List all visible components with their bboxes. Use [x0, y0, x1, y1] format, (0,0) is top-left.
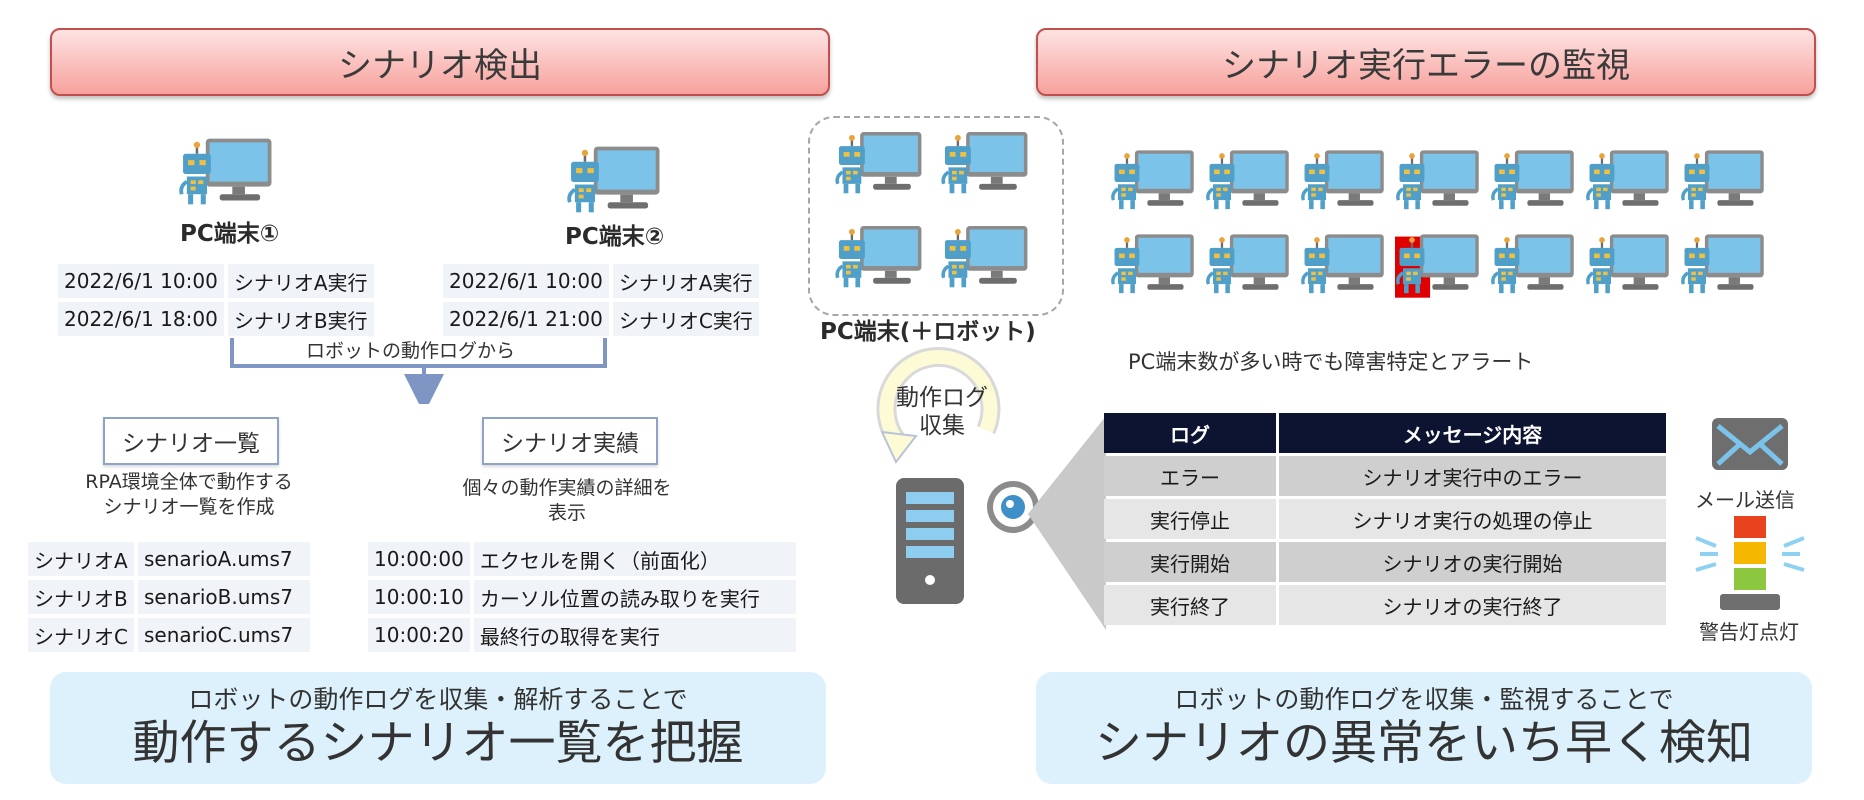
log-time: 2022/6/1 18:00	[58, 302, 224, 336]
log-message: シナリオの実行終了	[1279, 585, 1666, 625]
monitor-caption: PC端末数が多い時でも障害特定とアラート	[1128, 350, 1534, 374]
result-time: 10:00:00	[368, 542, 470, 576]
table-row: 実行停止 シナリオ実行の処理の停止	[1104, 499, 1666, 539]
robot-pc-icon	[1301, 234, 1386, 295]
mail-label: メール送信	[1695, 488, 1795, 512]
collect-cycle-arrow	[876, 347, 1001, 464]
log-message: シナリオ実行の処理の停止	[1279, 499, 1666, 539]
robot-pc-icon	[1586, 234, 1671, 295]
table-row: シナリオB senarioB.ums7	[28, 580, 310, 614]
scenario-list-table: シナリオA senarioA.ums7 シナリオB senarioB.ums7 …	[28, 538, 310, 656]
log-type: 実行終了	[1104, 585, 1279, 625]
pc-group-frame	[808, 116, 1064, 316]
table-row: 2022/6/1 21:00 シナリオC実行	[443, 302, 759, 336]
log-event: シナリオA実行	[227, 264, 374, 298]
scenario-detection-header: シナリオ検出	[50, 28, 830, 96]
zoom-callout-shape	[1028, 416, 1106, 630]
table-row: 10:00:10 カーソル位置の読み取りを実行	[368, 580, 796, 614]
scenario-results-desc: 個々の動作実績の詳細を 表示	[462, 477, 672, 524]
warning-lamp-icon	[1695, 516, 1805, 610]
result-time: 10:00:10	[368, 580, 470, 614]
robot-pc-icon	[1586, 150, 1671, 211]
pc-group-label: PC端末(＋ロボット)	[820, 319, 1036, 345]
log-message: シナリオ実行中のエラー	[1279, 456, 1666, 496]
log-type: 実行開始	[1104, 542, 1279, 582]
log-time: 2022/6/1 21:00	[443, 302, 609, 336]
scenario-name: シナリオC	[28, 618, 134, 652]
robot-pc-icon	[1396, 150, 1481, 211]
right-summary-main: シナリオの異常をいち早く検知	[1095, 716, 1753, 771]
col-header-log: ログ	[1104, 413, 1279, 453]
log-type: エラー	[1104, 456, 1279, 496]
robot-pc-icon	[1681, 150, 1766, 211]
table-row: 2022/6/1 10:00 シナリオA実行	[443, 264, 759, 298]
log-message-table: ログ メッセージ内容 エラー シナリオ実行中のエラー 実行停止 シナリオ実行の処…	[1104, 410, 1666, 628]
log-event: シナリオC実行	[612, 302, 759, 336]
robot-pc-icon	[1491, 150, 1576, 211]
result-action: カーソル位置の読み取りを実行	[473, 580, 796, 614]
merge-label: ロボットの動作ログから	[302, 336, 520, 363]
table-header-row: ログ メッセージ内容	[1104, 413, 1666, 453]
result-action: エクセルを開く（前面化）	[473, 542, 796, 576]
lamp-label: 警告灯点灯	[1699, 620, 1799, 644]
error-robot-pc-icon	[1395, 234, 1481, 298]
table-row: シナリオC senarioC.ums7	[28, 618, 310, 652]
robot-pc-icon	[1206, 150, 1291, 211]
table-row: シナリオA senarioA.ums7	[28, 542, 310, 576]
scenario-file: senarioB.ums7	[137, 580, 310, 614]
log-event: シナリオA実行	[612, 264, 759, 298]
robot-pc-icon	[1301, 150, 1386, 211]
group-robot-icon-1	[835, 132, 924, 196]
monitor-eye-icon	[987, 481, 1039, 533]
table-row: 2022/6/1 10:00 シナリオA実行	[58, 264, 374, 298]
scenario-results-title: シナリオ実績	[482, 417, 658, 465]
robot-pc-icon	[1111, 150, 1196, 211]
table-row: 実行開始 シナリオの実行開始	[1104, 542, 1666, 582]
scenario-file: senarioA.ums7	[137, 542, 310, 576]
left-summary-sub: ロボットの動作ログを収集・解析することで	[188, 685, 688, 714]
col-header-message: メッセージ内容	[1279, 413, 1666, 453]
log-time: 2022/6/1 10:00	[58, 264, 224, 298]
collect-label: 動作ログ 収集	[896, 385, 988, 439]
pc1-robot-icon	[179, 138, 274, 207]
scenario-list-title: シナリオ一覧	[103, 417, 279, 465]
result-action: 最終行の取得を実行	[473, 618, 796, 652]
mail-icon	[1712, 418, 1788, 470]
right-summary-box: ロボットの動作ログを収集・監視することで シナリオの異常をいち早く検知	[1036, 672, 1812, 784]
scenario-file: senarioC.ums7	[137, 618, 310, 652]
error-monitor-header: シナリオ実行エラーの監視	[1036, 28, 1816, 96]
right-summary-sub: ロボットの動作ログを収集・監視することで	[1174, 685, 1674, 714]
group-robot-icon-3	[835, 226, 924, 290]
group-robot-icon-4	[941, 226, 1030, 290]
pc2-label: PC端末②	[565, 224, 665, 250]
merge-bracket-arrow	[230, 338, 607, 404]
result-time: 10:00:20	[368, 618, 470, 652]
scenario-results-table: 10:00:00 エクセルを開く（前面化） 10:00:10 カーソル位置の読み…	[368, 538, 796, 656]
table-row: 実行終了 シナリオの実行終了	[1104, 585, 1666, 625]
left-summary-box: ロボットの動作ログを収集・解析することで 動作するシナリオ一覧を把握	[50, 672, 826, 784]
scenario-name: シナリオA	[28, 542, 134, 576]
log-message: シナリオの実行開始	[1279, 542, 1666, 582]
robot-pc-icon	[1491, 234, 1576, 295]
robot-pc-icon	[1681, 234, 1766, 295]
log-time: 2022/6/1 10:00	[443, 264, 609, 298]
pc2-log-table: 2022/6/1 10:00 シナリオA実行 2022/6/1 21:00 シナ…	[443, 260, 759, 340]
table-row: エラー シナリオ実行中のエラー	[1104, 456, 1666, 496]
robot-pc-grid	[1110, 150, 1770, 310]
robot-pc-icon	[1206, 234, 1291, 295]
server-icon	[896, 478, 964, 604]
robot-pc-icon	[1111, 234, 1196, 295]
table-row: 10:00:00 エクセルを開く（前面化）	[368, 542, 796, 576]
group-robot-icon-2	[941, 132, 1030, 196]
pc1-log-table: 2022/6/1 10:00 シナリオA実行 2022/6/1 18:00 シナ…	[58, 260, 374, 340]
pc2-robot-icon	[567, 146, 662, 215]
log-type: 実行停止	[1104, 499, 1279, 539]
left-summary-main: 動作するシナリオ一覧を把握	[132, 716, 744, 771]
table-row: 2022/6/1 18:00 シナリオB実行	[58, 302, 374, 336]
log-event: シナリオB実行	[227, 302, 374, 336]
scenario-name: シナリオB	[28, 580, 134, 614]
pc1-label: PC端末①	[180, 221, 280, 247]
table-row: 10:00:20 最終行の取得を実行	[368, 618, 796, 652]
scenario-list-desc: RPA環境全体で動作する シナリオ一覧を作成	[85, 471, 293, 518]
